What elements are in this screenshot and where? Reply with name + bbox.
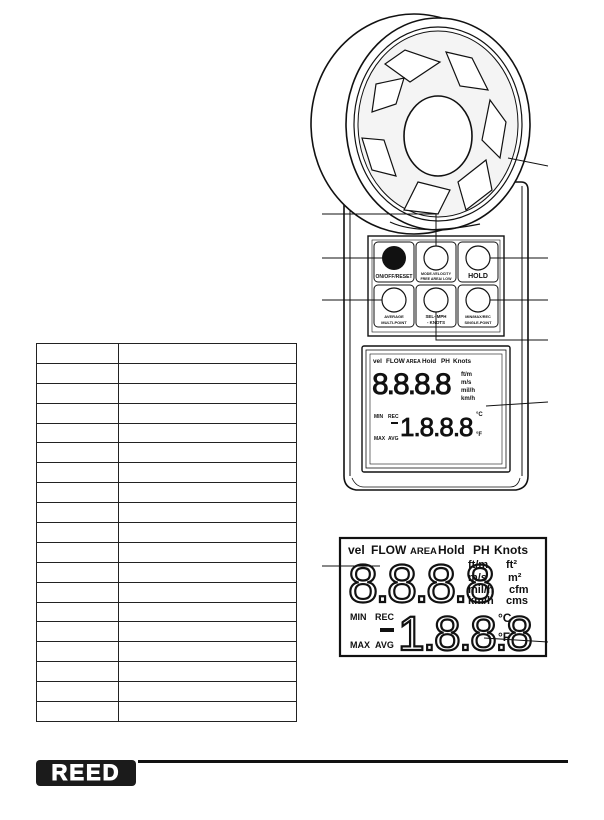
lcd-min: MIN (350, 612, 367, 622)
lcd-unit-m2: m² (508, 572, 522, 584)
minmax-button-label-1: MIN/MAX/REC (465, 315, 491, 319)
vane-fan-head (310, 13, 531, 235)
power-button-label: ON/OFF/RESET (376, 274, 413, 280)
lcd-detail: vel FLOW AREA Hold PH Knots 8.8.8.8 ft/m… (338, 536, 548, 662)
legend-row (36, 661, 297, 683)
lcd-max: MAX (350, 640, 370, 650)
hold-button[interactable] (465, 245, 491, 271)
power-button[interactable] (382, 246, 406, 270)
callout-temp-digits (483, 637, 549, 643)
lcd-fahrenheit: °F (498, 630, 510, 644)
footer-rule (138, 760, 568, 763)
mini-unit-ftm: ft/m (461, 372, 472, 378)
minmax-button-label-2: SINGLE-POINT (464, 321, 492, 325)
legend-row (36, 621, 297, 643)
mini-mode-area: AREA (406, 359, 421, 365)
callout-lines (322, 157, 549, 643)
lcd-unit-milh: mil/h (468, 584, 494, 596)
callout-units-button (435, 312, 548, 341)
lcd-avg: AVG (375, 640, 394, 650)
legend-row (36, 641, 297, 663)
meter-display: vel FLOW AREA Hold PH Knots 8.8.8.8 ft/m… (361, 345, 511, 473)
min-max-button[interactable] (465, 287, 491, 313)
units-select-button[interactable] (423, 287, 449, 313)
callout-display (485, 401, 549, 407)
mini-min: MIN (374, 414, 384, 420)
mini-fahrenheit: °F (476, 432, 482, 438)
lcd-rec: REC (375, 612, 395, 622)
average-button[interactable] (381, 287, 407, 313)
mini-temp-digits: 1.8.8.8 (400, 412, 473, 442)
mini-unit-milh: mil/h (461, 388, 475, 394)
legend-row (36, 522, 297, 543)
mini-mode-flow: FLOW (386, 358, 406, 365)
lcd-mode-knots: Knots (494, 543, 528, 557)
mini-unit-ms: m/s (461, 380, 472, 386)
reed-logo-text: REED (51, 760, 121, 786)
average-button-label-1: AVERAGE (384, 314, 404, 319)
lcd-mode-hold: Hold (438, 543, 465, 557)
lcd-unit-cfm: cfm (509, 584, 529, 596)
fan-hub (403, 95, 473, 177)
lcd-mode-vel: vel (348, 543, 365, 557)
mini-mode-vel: vel (373, 358, 382, 365)
callout-mode-button (322, 213, 437, 246)
mode-button-label-1: MODE-VELOCITY (421, 272, 452, 276)
lcd-unit-kmh: km/h (468, 595, 494, 607)
mini-mode-knots: Knots (453, 358, 472, 365)
lcd-unit-ms: m/s (468, 572, 487, 584)
lcd-unit-ft2: ft² (506, 559, 517, 571)
mini-max: MAX (374, 436, 386, 442)
legend-cell-description (118, 701, 297, 722)
lcd-mode-ph: PH (473, 543, 490, 557)
legend-row (36, 422, 297, 444)
lcd-mode-area: AREA (410, 546, 437, 557)
legend-row (36, 581, 297, 603)
legend-row (36, 442, 297, 464)
lcd-temp-digits: 1.8.8.8 (398, 608, 531, 661)
lcd-main-digits: 8.8.8.8 (348, 554, 493, 614)
mode-button[interactable] (423, 245, 449, 271)
mini-avg: AVG (388, 436, 399, 442)
lcd-mode-flow: FLOW (371, 543, 407, 557)
mini-celsius: °C (476, 412, 483, 418)
callout-fan-head (507, 157, 549, 167)
legend-row (36, 343, 297, 364)
legend-row (36, 561, 297, 583)
lcd-celsius: °C (498, 611, 512, 625)
lcd-unit-cms: cms (506, 595, 528, 607)
mini-mode-hold: Hold (422, 358, 436, 365)
average-button-label-2: MULTI-POINT (381, 320, 407, 325)
mini-mode-ph: PH (441, 358, 450, 365)
hold-button-label: HOLD (468, 273, 488, 280)
button-panel: ON/OFF/RESET MODE-VELOCITY FREE AREA/ LO… (367, 235, 505, 337)
parts-legend-table (36, 343, 297, 722)
lcd-unit-ftm: ft/m (468, 559, 488, 571)
fan-blades (361, 49, 507, 215)
mini-rec: REC (388, 414, 399, 420)
mini-main-digits: 8.8.8.8 (372, 368, 451, 401)
legend-row (36, 701, 297, 722)
reed-logo: REED (36, 760, 136, 786)
mini-rec-bar (391, 422, 398, 424)
lcd-rec-bar (380, 628, 394, 632)
mode-button-label-2: FREE AREA/ LOW (420, 277, 452, 281)
legend-row (36, 462, 297, 484)
mini-unit-kmh: km/h (461, 396, 475, 402)
